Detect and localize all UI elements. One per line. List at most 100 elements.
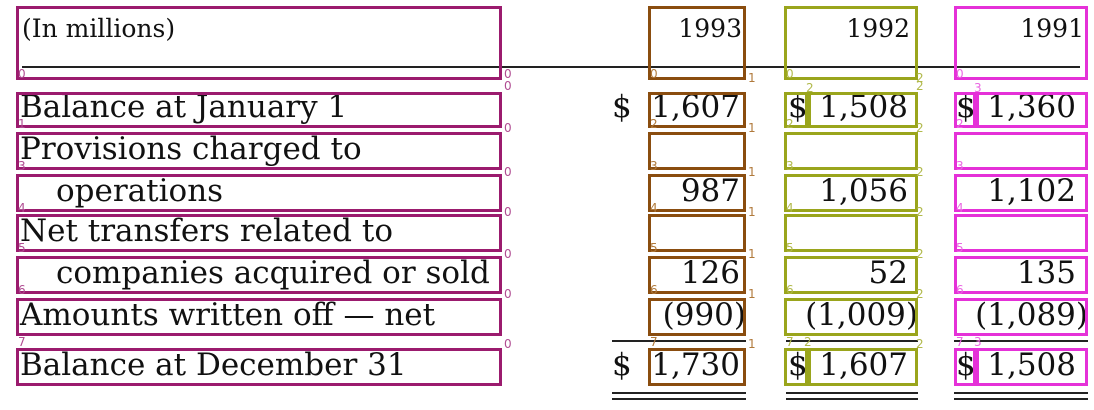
col-1991-box	[954, 298, 1088, 336]
col-index-label: 0	[504, 165, 512, 179]
dollar-sign: $	[788, 347, 808, 383]
col-index-label: 0	[504, 79, 512, 93]
value-cell: 987	[680, 173, 740, 209]
col-1992-dollar-box	[784, 92, 808, 128]
col-index-label: 2	[916, 247, 924, 261]
value-cell: 1,730	[651, 347, 740, 383]
value-cell: 1,508	[819, 89, 908, 125]
col-1991-box	[954, 174, 1088, 212]
row-index-label: 2	[786, 117, 794, 131]
col-1991-dollar-box	[954, 348, 976, 386]
row-index-label: 3	[974, 335, 982, 349]
subtotal-rule	[612, 340, 746, 342]
col-index-label: 0	[504, 67, 512, 81]
row-index-label: 4	[956, 201, 964, 215]
col-index-label: 2	[916, 205, 924, 219]
col-1991-box	[954, 256, 1088, 294]
value-cell: 126	[680, 255, 740, 291]
col-index-label: 1	[748, 337, 756, 351]
col-index-label: 2	[916, 121, 924, 135]
row-index-label: 5	[786, 241, 794, 255]
row-index-label: 5	[956, 241, 964, 255]
row-index-label: 2	[804, 335, 812, 349]
row-index-label: 3	[650, 159, 658, 173]
year-header-1993: 1993	[678, 14, 742, 43]
value-cell: 1,360	[987, 89, 1076, 125]
row-label-balance-jan: Balance at January 1	[20, 89, 348, 125]
label-box	[16, 214, 502, 252]
col-1992-box	[784, 6, 918, 80]
total-double-rule	[612, 398, 746, 400]
col-index-label: 2	[916, 71, 924, 85]
row-index-label: 0	[786, 67, 794, 81]
row-index-label: 6	[786, 283, 794, 297]
value-cell: 52	[868, 255, 908, 291]
col-1992-box	[784, 214, 918, 252]
row-index-label: 7	[18, 335, 26, 349]
dollar-sign: $	[956, 89, 976, 125]
header-rule	[22, 66, 1080, 68]
col-1992-box	[784, 174, 918, 212]
col-1993-box	[648, 256, 746, 294]
value-cell: 1,056	[819, 173, 908, 209]
row-index-label: 4	[786, 201, 794, 215]
label-box	[16, 174, 502, 212]
col-index-label: 1	[748, 205, 756, 219]
col-index-label: 0	[504, 337, 512, 351]
value-cell: (990)	[662, 297, 746, 333]
total-double-rule	[954, 398, 1088, 400]
row-index-label: 4	[18, 201, 26, 215]
row-index-label: 0	[650, 67, 658, 81]
col-1992-box	[808, 92, 918, 128]
value-cell: 1,508	[987, 347, 1076, 383]
dollar-sign: $	[612, 347, 632, 383]
label-box	[16, 298, 502, 336]
dollar-sign: $	[788, 89, 808, 125]
row-index-label: 6	[650, 283, 658, 297]
dollar-sign: $	[612, 89, 632, 125]
value-cell: (1,089)	[975, 297, 1088, 333]
col-1991-box	[976, 348, 1088, 386]
total-double-rule	[786, 398, 918, 400]
row-index-label: 0	[18, 67, 26, 81]
col-1991-box	[954, 132, 1088, 170]
row-label-balance-dec: Balance at December 31	[20, 347, 407, 383]
row-label-operations: operations	[56, 173, 224, 209]
col-index-label: 0	[504, 205, 512, 219]
col-index-label: 2	[916, 79, 924, 93]
col-1993-box	[648, 174, 746, 212]
col-index-label: 1	[748, 71, 756, 85]
row-index-label: 5	[18, 241, 26, 255]
row-label-net-transfers: Net transfers related to	[20, 213, 393, 249]
col-1993-box	[648, 214, 746, 252]
dollar-sign: $	[956, 347, 976, 383]
row-index-label: 4	[650, 201, 658, 215]
row-index-label: 3	[786, 159, 794, 173]
col-1992-box	[784, 298, 918, 336]
col-1991-dollar-box	[954, 92, 976, 128]
value-cell: 1,102	[987, 173, 1076, 209]
col-1991-box	[976, 92, 1088, 128]
value-cell: 135	[1016, 255, 1076, 291]
col-index-label: 1	[748, 121, 756, 135]
col-index-label: 2	[916, 337, 924, 351]
col-index-label: 2	[916, 287, 924, 301]
row-index-label: 3	[18, 159, 26, 173]
col-1992-box	[808, 348, 918, 386]
subtotal-rule	[786, 340, 918, 342]
label-box	[16, 348, 502, 386]
col-1993-box	[648, 348, 746, 386]
unit-label: (In millions)	[22, 14, 176, 43]
row-label-companies: companies acquired or sold	[56, 255, 490, 291]
year-header-1992: 1992	[846, 14, 910, 43]
total-double-rule	[954, 392, 1088, 394]
col-index-label: 2	[916, 165, 924, 179]
row-index-label: 7	[650, 335, 658, 349]
row-index-label: 7	[956, 335, 964, 349]
col-1992-box	[784, 132, 918, 170]
col-index-label: 0	[504, 287, 512, 301]
col-index-label: 1	[748, 247, 756, 261]
total-double-rule	[612, 392, 746, 394]
subtotal-rule	[954, 340, 1088, 342]
col-1993-box	[648, 132, 746, 170]
